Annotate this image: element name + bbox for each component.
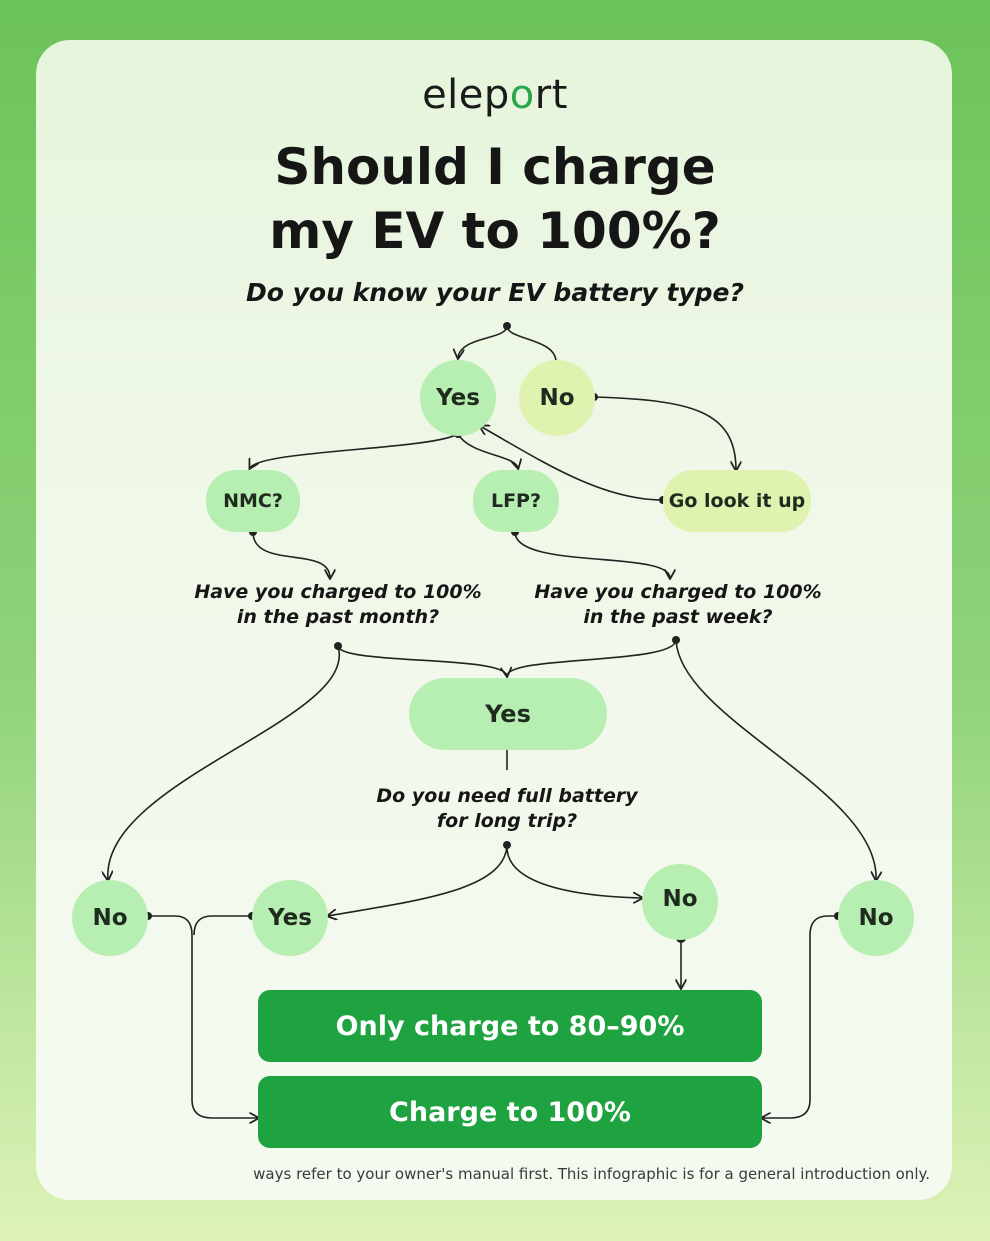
- action-charge-80-90: Only charge to 80–90%: [258, 990, 762, 1062]
- node-no-nmc: No: [72, 880, 148, 956]
- node-go-look-it-up: Go look it up: [663, 470, 811, 532]
- node-no-know-type: No: [519, 360, 595, 436]
- node-yes-long-trip: Yes: [252, 880, 328, 956]
- question-nmc-past-month: Have you charged to 100% in the past mon…: [194, 581, 482, 628]
- question-lfp-past-week: Have you charged to 100% in the past wee…: [534, 581, 822, 628]
- footer-disclaimer: ways refer to your owner's manual first.…: [253, 1165, 930, 1183]
- node-lfp: LFP?: [473, 470, 559, 532]
- node-nmc: NMC?: [206, 470, 300, 532]
- node-yes-know-type: Yes: [420, 360, 496, 436]
- node-no-lfp: No: [838, 880, 914, 956]
- action-charge-100: Charge to 100%: [258, 1076, 762, 1148]
- question-long-trip: Do you need full battery for long trip?: [376, 785, 638, 832]
- title-line-1: Should I charge: [274, 138, 716, 196]
- node-yes-charged-recently: Yes: [409, 678, 607, 750]
- title-line-2: my EV to 100%?: [269, 202, 721, 260]
- node-no-long-trip: No: [642, 864, 718, 940]
- eleport-logo: eleport: [422, 72, 568, 118]
- page-title: Should I charge my EV to 100%?: [0, 135, 990, 263]
- question-battery-type: Do you know your EV battery type?: [246, 278, 744, 307]
